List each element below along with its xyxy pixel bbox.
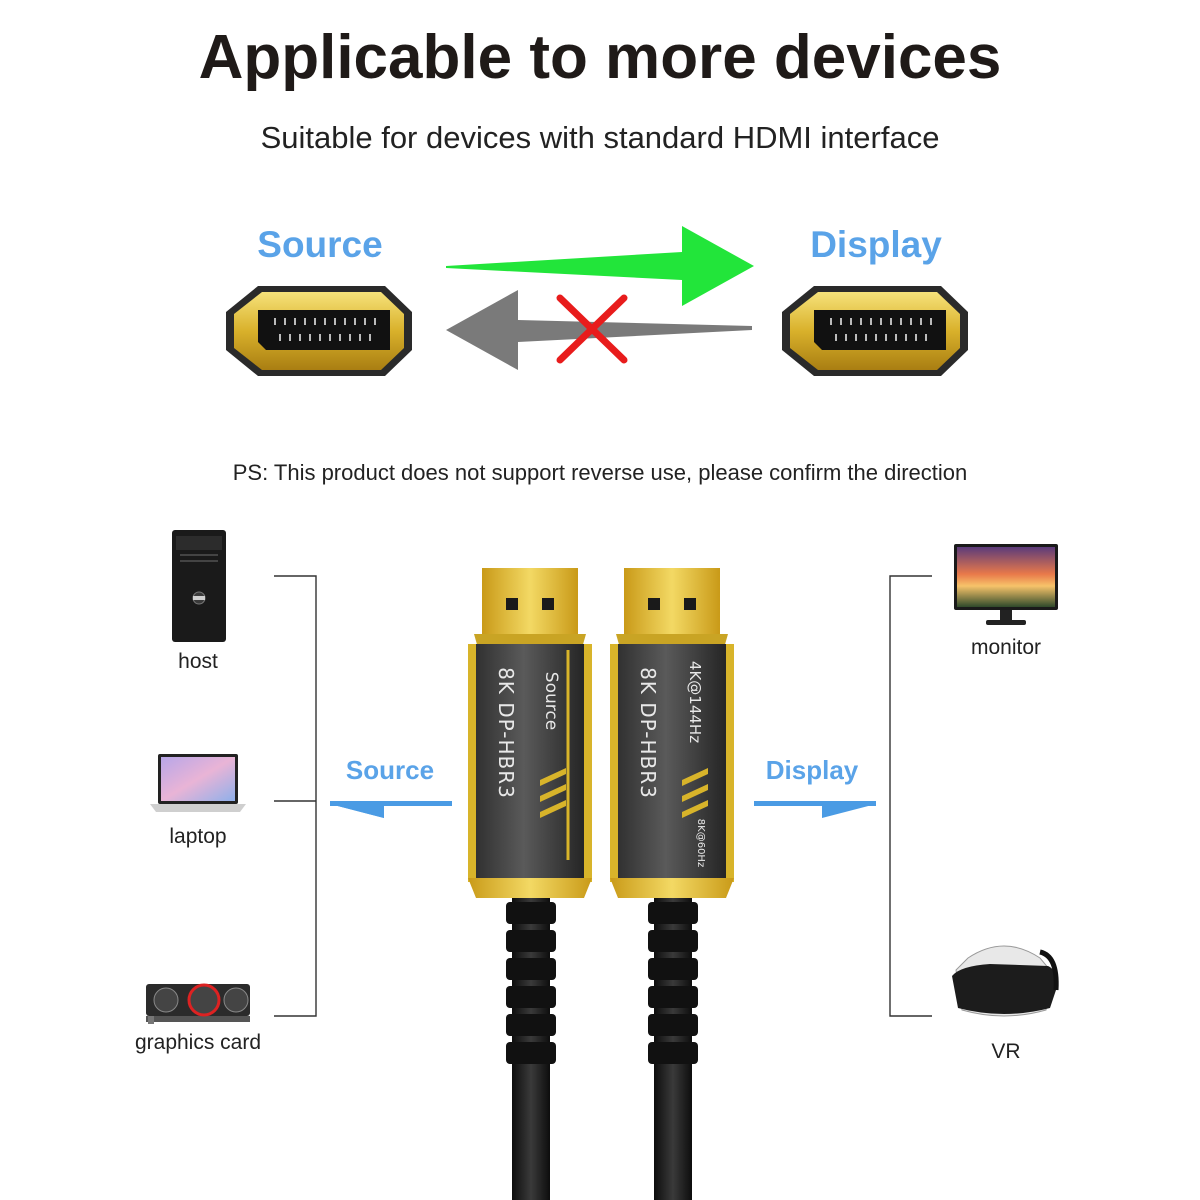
reverse-arrow-icon xyxy=(446,290,752,370)
device-label-monitor: monitor xyxy=(970,636,1042,659)
cable-display-label: Display xyxy=(765,755,859,785)
source-bracket xyxy=(274,575,317,1017)
connector-source xyxy=(468,568,592,898)
device-label-vr: VR xyxy=(991,1040,1021,1063)
direction-note: PS: This product does not support revers… xyxy=(232,460,968,485)
page-title: Applicable to more devices xyxy=(198,23,1002,92)
monitor-icon xyxy=(954,544,1058,625)
display-direction-arrow-icon xyxy=(754,801,876,818)
pc-tower-icon xyxy=(172,530,226,642)
connector-left-side-text: Source xyxy=(541,671,561,731)
direction-display-label: Display xyxy=(810,224,942,265)
device-label-laptop: laptop xyxy=(169,825,227,848)
source-direction-arrow-icon xyxy=(330,801,452,818)
device-label-graphics-card: graphics card xyxy=(134,1031,262,1054)
graphics-card-icon xyxy=(146,983,250,1024)
connector-right-small-text: 8K@60Hz xyxy=(695,818,706,868)
laptop-icon xyxy=(150,754,246,812)
connector-right-side-text: 4K@144Hz xyxy=(686,660,704,744)
page-subtitle: Suitable for devices with standard HDMI … xyxy=(260,120,940,155)
vr-headset-icon xyxy=(952,945,1059,1017)
connector-right-main-text: 8K DP-HBR3 xyxy=(636,667,660,799)
device-label-host: host xyxy=(178,650,218,673)
source-port-icon xyxy=(226,286,412,376)
blocked-mark-icon xyxy=(556,294,628,364)
direction-source-label: Source xyxy=(257,224,383,265)
cable-right xyxy=(648,890,698,1200)
display-port-icon xyxy=(782,286,968,376)
cable-source-label: Source xyxy=(345,755,435,785)
forward-arrow-icon xyxy=(446,226,754,306)
cable-left xyxy=(506,890,556,1200)
connector-display xyxy=(610,568,734,898)
display-bracket xyxy=(889,575,932,1017)
connector-left-main-text: 8K DP-HBR3 xyxy=(494,667,518,799)
